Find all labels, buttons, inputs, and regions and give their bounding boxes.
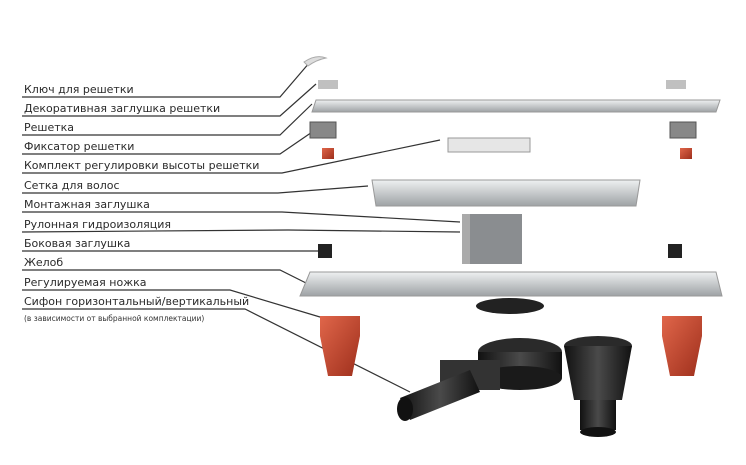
waterproofing-sheet xyxy=(470,214,522,264)
label-waterproofing: Рулонная гидроизоляция xyxy=(24,218,172,231)
label-gutter: Желоб xyxy=(24,256,64,269)
hair-mesh xyxy=(447,137,531,153)
side-cap-right xyxy=(668,244,682,258)
leader-lines xyxy=(21,61,461,393)
label-hair-mesh: Сетка для волос xyxy=(24,179,120,192)
mounting-cap xyxy=(371,179,641,207)
side-cap-left xyxy=(318,244,332,258)
label-grate-fixator: Фиксатор решетки xyxy=(24,140,135,153)
siphon-horizontal xyxy=(397,338,562,421)
gutter-outlet xyxy=(476,298,544,314)
grate-fixator-left xyxy=(309,121,337,139)
label-adjustable-foot: Регулируемая ножка xyxy=(24,276,147,289)
label-mounting-cap: Монтажная заглушка xyxy=(24,198,150,211)
grate-key xyxy=(303,56,328,67)
siphon-vertical xyxy=(564,336,632,437)
label-height-kit: Комплект регулировки высоты решетки xyxy=(24,159,260,172)
label-grate-key: Ключ для решетки xyxy=(24,83,134,96)
waterproofing-roll xyxy=(462,214,470,264)
grate-fixator-right xyxy=(669,121,697,139)
label-decorative-cap: Декоративная заглушка решетки xyxy=(24,102,221,115)
height-kit-left xyxy=(322,148,334,159)
label-grate: Решетка xyxy=(24,121,75,134)
grate xyxy=(311,99,721,113)
adjustable-foot-left xyxy=(320,316,360,376)
decorative-cap-right xyxy=(666,80,686,89)
adjustable-foot-right xyxy=(662,316,702,376)
gutter xyxy=(299,271,723,297)
height-kit-right xyxy=(680,148,692,159)
label-side-cap: Боковая заглушка xyxy=(24,237,131,250)
label-siphon-note: (в зависимости от выбранной комплектации… xyxy=(24,314,205,323)
decorative-cap-left xyxy=(318,80,338,89)
label-siphon: Сифон горизонтальный/вертикальный xyxy=(24,295,250,308)
